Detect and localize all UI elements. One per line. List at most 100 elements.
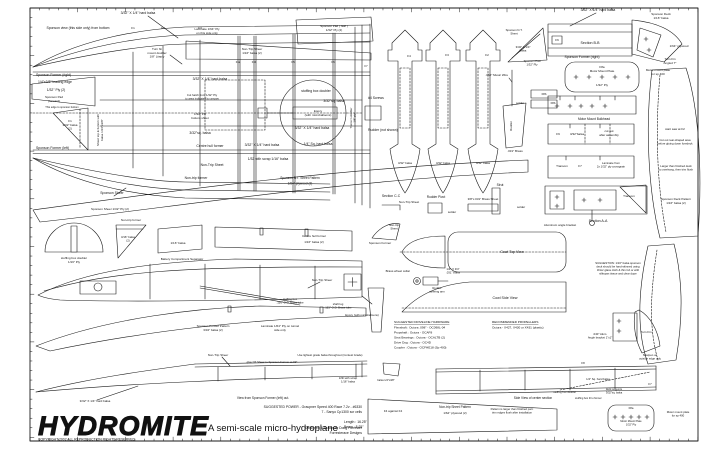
nt-sheer-wedge-pattern: [185, 40, 372, 61]
plan-label: 1/64" plywood (2): [443, 411, 466, 415]
plan-label: 1/64" plywood (2): [288, 182, 313, 186]
hull-side-view: [37, 258, 385, 333]
plan-label: 3/32" X 1/4" hard balsa: [245, 143, 280, 147]
plan-label: SUGGESTED DRIVELINE HARDWARE: [394, 320, 449, 324]
plan-label: 3/32" X 1/4" hard balsa: [581, 8, 616, 12]
spec-beam: Beam : 8.25": [344, 425, 364, 429]
designer-credit-line2: Forresterace Designs: [330, 431, 363, 435]
plan-label: 3/32" X 1/4"balsa: [516, 45, 531, 53]
plan-label: F7: [364, 64, 368, 68]
plan-label: Section A-A: [589, 219, 608, 223]
plan-label: F6: [555, 38, 559, 42]
plan-label: 1/4" Sq. hard balsa: [586, 377, 610, 381]
cowl-views: [399, 231, 567, 313]
plan-label: Non-trip former: [185, 176, 209, 180]
plan-label: This edge to sponson bottom: [45, 105, 78, 109]
plan-label: 1/64" plywood: [670, 44, 689, 48]
right-column-parts: [544, 19, 683, 226]
plan-label: F2: [161, 26, 165, 30]
plan-label: Non-trip former: [121, 218, 141, 222]
plan-label: F2: [485, 53, 489, 57]
plan-label: Sponson Former: [369, 241, 391, 245]
plan-label: F7: [578, 164, 582, 168]
plan-label: Rudder Pivot: [427, 195, 446, 199]
plan-label: 1/4"x3/8" leading edge: [38, 80, 72, 84]
plan-label: 3/32" X 1/4" hard balsa: [80, 399, 111, 403]
plan-label: 1/16" balsa (2): [304, 240, 323, 244]
plan-label: Sponson Former (right): [564, 55, 599, 59]
plan-label: Non-Trip Sheer: [312, 278, 332, 282]
plan-label: F3: [445, 53, 449, 57]
plan-label: Strut Bearings : Octura - OCALTB (2): [394, 336, 445, 340]
plan-label: Turn Fin: [640, 330, 651, 334]
plan-label: Use lightest grade balsa throughout (Con…: [298, 353, 363, 357]
plan-label: 3/32"sq. balsa: [323, 99, 344, 103]
hull-top-view: [32, 23, 382, 209]
plan-label: shaft log.125" O.D. Brass tube: [324, 302, 352, 310]
plan-label: Strut: [497, 183, 504, 187]
plan-label: Epoxy(with microballoons): [305, 109, 332, 117]
plan-label: Transom doubler1/8" ply: [349, 107, 357, 128]
plan-label: Sponson Sheer: [100, 191, 124, 195]
plan-label: F9: [556, 132, 560, 136]
plan-label: .040" Alum.Angle bracket 1"x1": [588, 332, 612, 340]
plan-label: 1/32" Ply (2): [47, 88, 66, 92]
plan-label: 3/32" balsa: [436, 161, 450, 165]
plan-label: Pattern is larger than finished part:tri…: [491, 407, 534, 415]
plan-label: balsa 1/4"x3/8": [377, 378, 394, 382]
plan-label: solder: [448, 210, 456, 214]
motor-mount-plate-bottom: [607, 404, 655, 432]
plan-label: F4b: [252, 60, 257, 64]
plan-label: 3/32" X 1/4" hard balsa: [121, 11, 156, 15]
sponson-framework-view: [35, 360, 401, 393]
plan-label: Sponson N.T.Sheet: [506, 28, 523, 36]
plan-label: Sponson view (this side only) from botto…: [47, 26, 110, 30]
plan-label: F4 against F4: [384, 409, 403, 413]
plan-label: F7: [648, 382, 652, 386]
former-patterns: [387, 27, 558, 194]
suggested-power-line2: 7 - Sanyo Cp1300 scr cells: [321, 410, 362, 414]
plan-label: stuffing box thru former: [575, 396, 602, 400]
sponson-deck-pattern: [647, 67, 701, 239]
plan-label: F1: [131, 26, 135, 30]
plan-label: solder: [516, 101, 524, 105]
plan-label: 3/32"balsa: [570, 132, 584, 136]
plan-label: 1/32" Ply: [596, 83, 608, 87]
plan-label: 3/16" balsa(2): [121, 235, 135, 243]
left-small-patterns: [31, 76, 529, 223]
plan-label: F8a: [629, 406, 634, 410]
turn-fin-group: [612, 243, 682, 365]
plan-label: Side View of center section: [514, 396, 553, 400]
plan-label: Non-Trip Sheet: [399, 200, 419, 204]
plan-label: .062" Music Wire: [485, 73, 508, 77]
plan-label: Transom: [556, 164, 568, 168]
plan-labels: Sponson view (this side only) from botto…: [36, 8, 693, 426]
plan-title: HYDROMITE: [38, 411, 209, 441]
plan-label: Aluminum angle bracket: [544, 223, 576, 227]
plan-label: F8b: [542, 92, 547, 96]
plan-label: Cowl Top View: [500, 250, 524, 254]
plan-label: Sponson N.T. Sheet Pattern: [280, 176, 320, 180]
plan-label: Rudder (not shown): [368, 128, 398, 132]
plan-label: Epoxy (with microballoons): [345, 313, 378, 317]
plan-label: Centre hull former: [196, 144, 224, 148]
plan-label: Motor Mount Bulkhead: [578, 117, 610, 121]
non-trip-sheet-pattern: [367, 398, 558, 435]
plan-label: Propshaft : Octura - OCAF8: [394, 331, 432, 335]
plan-label: F5: [291, 60, 295, 64]
